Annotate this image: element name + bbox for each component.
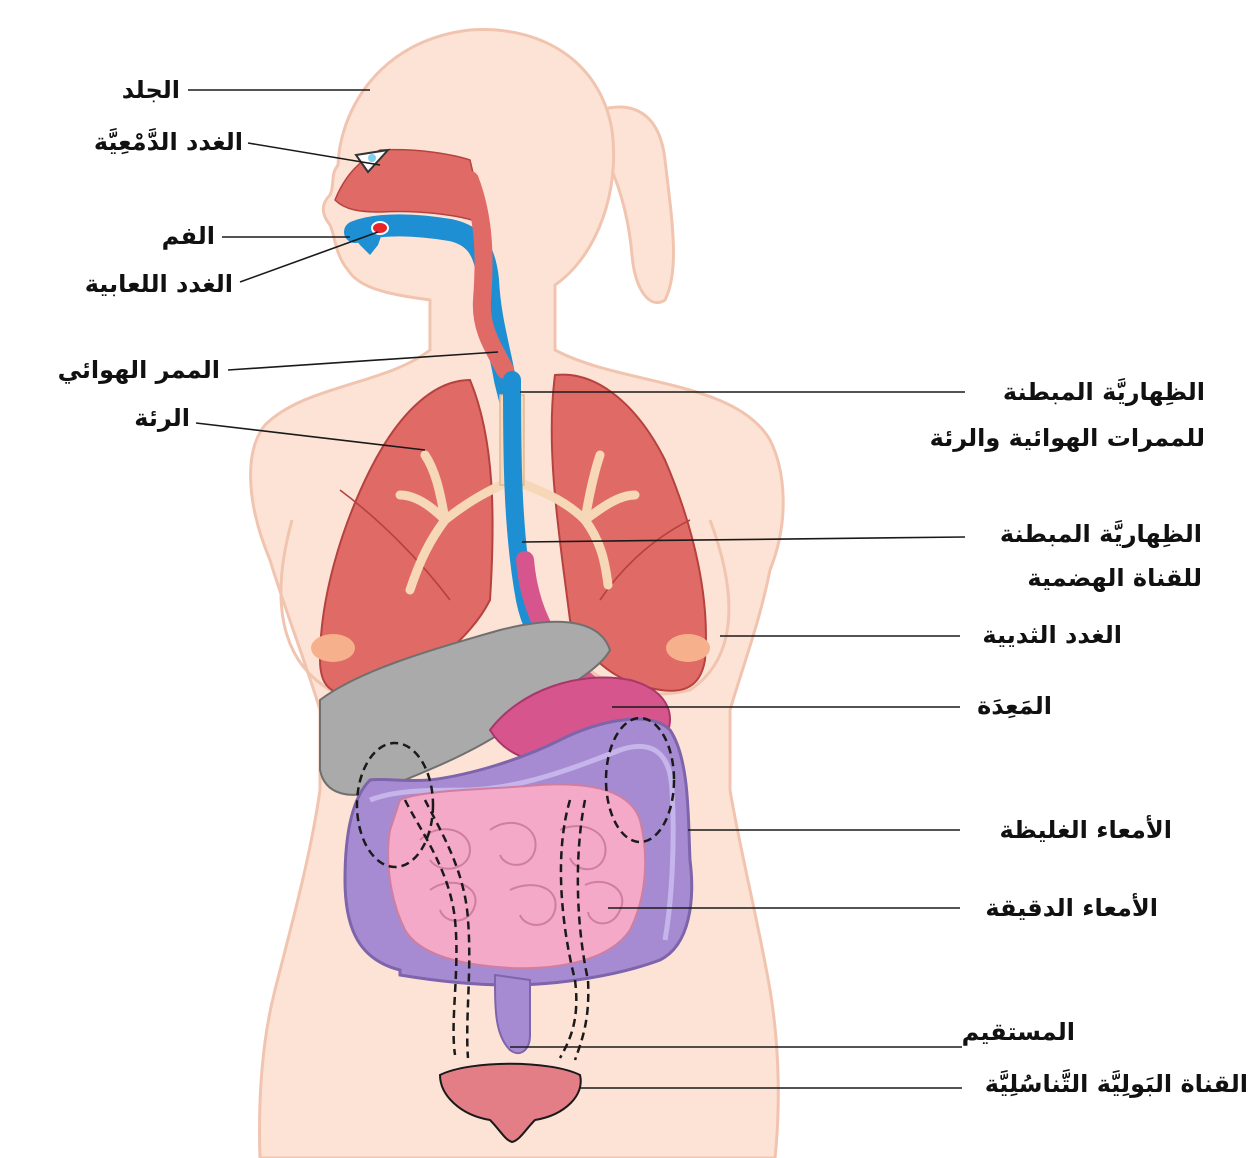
label-mouth: الفم — [162, 222, 215, 250]
label-lacrimal: الغدد الدَّمْعِيَّة — [94, 127, 243, 156]
label-gi-epithelium-2: للقناة الهضمية — [1027, 564, 1202, 592]
label-resp-epithelium-2: للممرات الهوائية والرئة — [930, 424, 1205, 452]
label-mammary: الغدد الثديية — [982, 621, 1122, 649]
label-large-intestine: الأمعاء الغليظة — [1000, 815, 1172, 844]
label-gi-epithelium-1: الظِهاريَّة المبطنة — [1000, 519, 1202, 548]
lacrimal-dot — [368, 154, 376, 162]
label-resp-epithelium-1: الظِهاريَّة المبطنة — [1003, 377, 1205, 406]
small-intestine — [388, 784, 645, 968]
salivary-gland-icon — [372, 222, 388, 234]
label-salivary: الغدد اللعابية — [85, 270, 233, 298]
label-airway: الممر الهوائي — [58, 356, 220, 384]
label-urogenital: القناة البَولِيَّة التَّناسُلِيَّة — [985, 1068, 1248, 1098]
label-lung: الرئة — [134, 404, 190, 432]
label-small-intestine: الأمعاء الدقيقة — [985, 893, 1158, 922]
label-skin: الجلد — [122, 76, 180, 104]
label-rectum: المستقيم — [962, 1018, 1075, 1046]
mammary-gland-right — [666, 634, 710, 662]
label-stomach: المَعِدَة — [977, 692, 1052, 720]
mammary-gland-left — [311, 634, 355, 662]
